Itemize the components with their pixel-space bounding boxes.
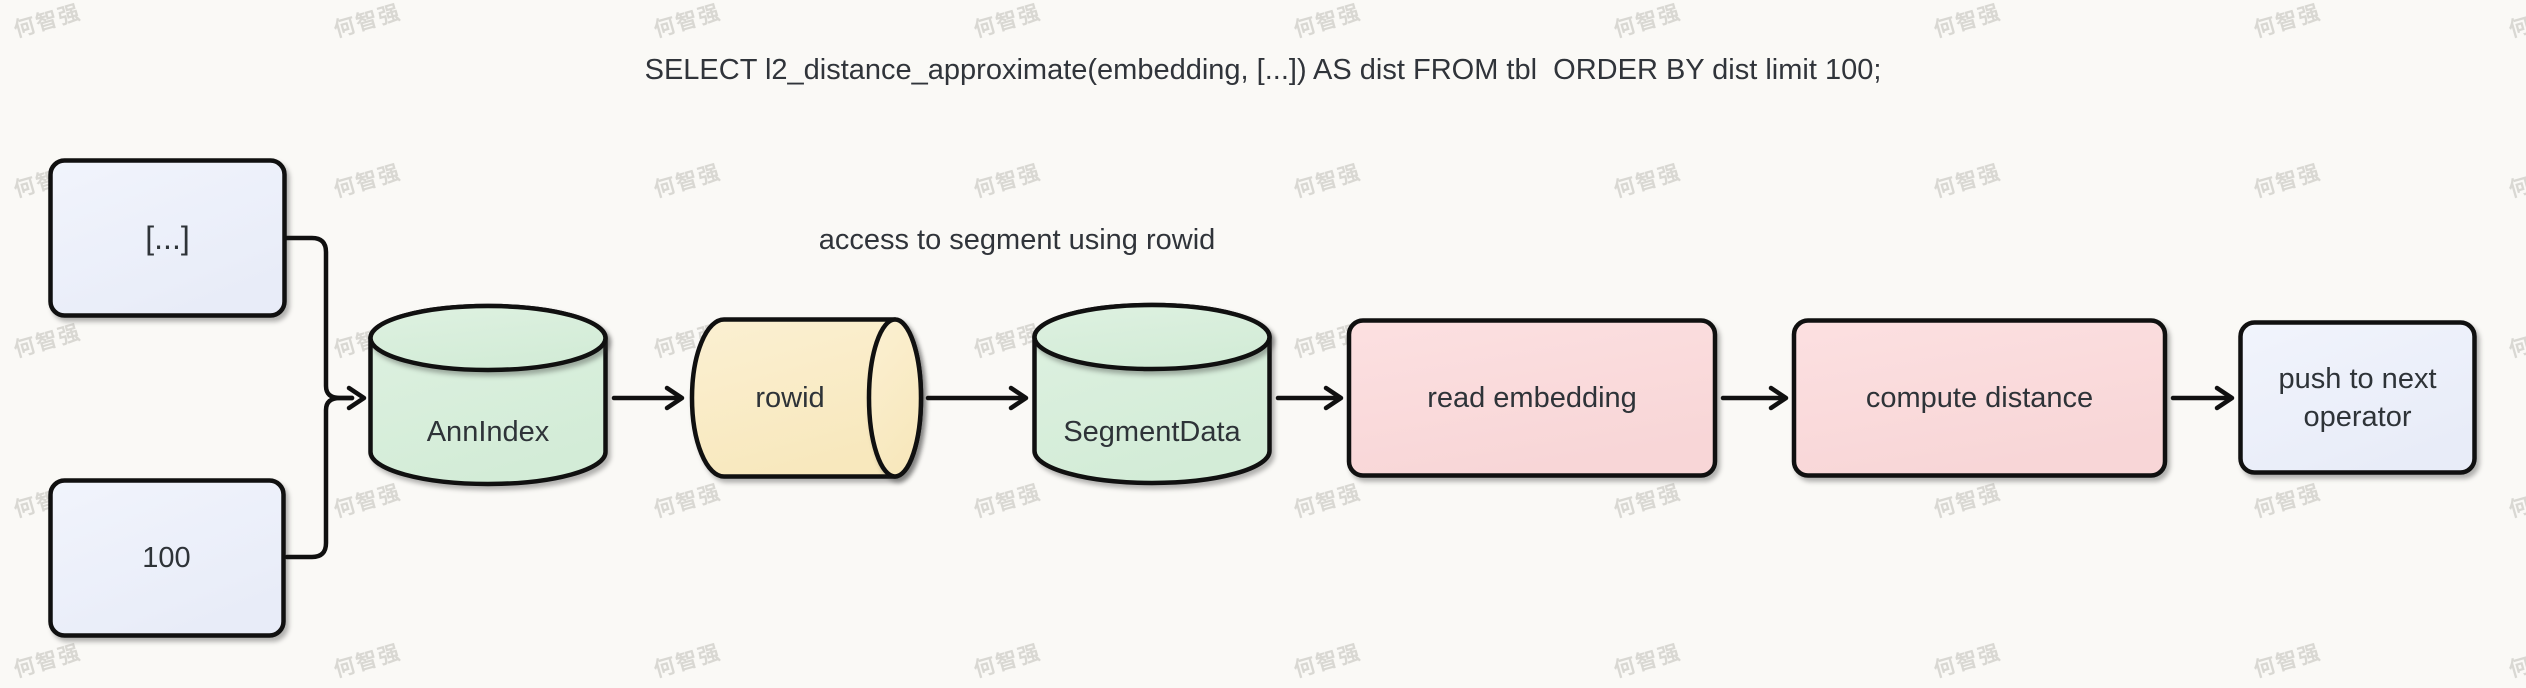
segment-access-annotation: access to segment using rowid — [818, 224, 1216, 256]
edge-annindex-rowid — [611, 385, 685, 411]
segment-data-label: SegmentData — [1063, 416, 1241, 448]
limit-input-box — [48, 478, 286, 638]
ann-index-label: AnnIndex — [426, 416, 550, 448]
edge-rowid-segment — [925, 385, 1029, 411]
arrowhead — [346, 385, 367, 411]
read-embedding-box — [1346, 318, 1718, 478]
edge-segment-read — [1275, 385, 1344, 411]
push-next-operator-box — [2238, 320, 2477, 475]
segment-data-cylinder — [1032, 302, 1272, 486]
push-next-operator-label: push to next operator — [2278, 362, 2437, 433]
sql-query-title: SELECT l2_distance_approximate(embedding… — [644, 54, 1882, 86]
compute-distance-label: compute distance — [1865, 381, 2094, 414]
compute-distance-box — [1791, 318, 2168, 478]
rowid-label: rowid — [755, 382, 825, 414]
vector-input-label: [...] — [145, 219, 190, 256]
edge-compute-push — [2170, 385, 2235, 411]
read-embedding-label: read embedding — [1427, 381, 1637, 414]
ann-index-cylinder — [368, 303, 608, 487]
edge-read-compute — [1720, 385, 1789, 411]
rowid-cylinder — [689, 317, 924, 479]
merge-connector — [284, 235, 367, 560]
vector-input-box — [48, 158, 287, 318]
limit-input-label: 100 — [142, 541, 191, 574]
